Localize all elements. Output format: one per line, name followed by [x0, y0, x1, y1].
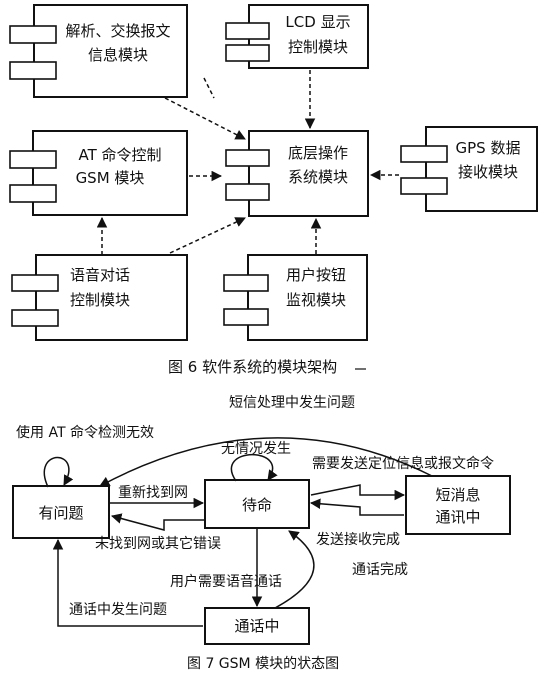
module-label: 控制模块 — [70, 291, 130, 309]
transition-send-done — [309, 498, 404, 516]
module-port-icon — [223, 274, 269, 292]
module-label: 信息模块 — [88, 46, 148, 64]
module-port-icon — [11, 274, 59, 292]
module-port-icon — [9, 150, 57, 169]
figure6-caption: 图 6 软件系统的模块架构 — [168, 358, 337, 376]
module-label: 监视模块 — [286, 291, 346, 309]
state-call: 通话中 — [204, 607, 310, 645]
dependency-arrow — [164, 97, 246, 140]
module-parse: 解析、交换报文 信息模块 — [9, 4, 188, 98]
transition-need-send — [310, 484, 406, 501]
module-port-icon — [9, 25, 57, 44]
transition-not-found — [110, 513, 204, 531]
transition-call-problem — [52, 538, 203, 627]
transition-label: 用户需要语音通话 — [170, 573, 282, 590]
transition-sms-problem — [99, 437, 433, 487]
module-label: 底层操作 — [288, 144, 348, 162]
dependency-arrow — [203, 77, 215, 99]
transition-label: 需要发送定位信息或报文命令 — [312, 455, 494, 472]
module-label: GPS 数据 — [456, 139, 521, 157]
module-label: 用户按钮 — [286, 266, 346, 284]
transition-label: 无情况发生 — [221, 441, 291, 457]
state-sms: 短消息 通讯中 — [405, 475, 511, 535]
module-button: 用户按钮 监视模块 — [223, 254, 368, 341]
module-label: AT 命令控制 — [78, 146, 161, 164]
module-label: LCD 显示 — [285, 13, 350, 31]
state-label: 待命 — [242, 496, 272, 514]
transition-label: 重新找到网 — [118, 485, 188, 501]
module-voice: 语音对话 控制模块 — [11, 254, 188, 341]
module-port-icon — [223, 308, 269, 326]
module-port-icon — [225, 183, 270, 201]
module-label: 控制模块 — [288, 38, 348, 56]
module-port-icon — [11, 309, 59, 327]
state-label: 短消息 — [435, 486, 480, 504]
module-gps: GPS 数据 接收模块 — [400, 126, 538, 212]
module-label: 解析、交换报文 — [65, 22, 170, 40]
module-lcd: LCD 显示 控制模块 — [225, 4, 369, 69]
module-port-icon — [400, 177, 448, 195]
transition-label: 短信处理中发生问题 — [229, 395, 355, 411]
module-port-icon — [9, 61, 57, 80]
transition-label: 使用 AT 命令检测无效 — [16, 424, 154, 441]
module-label: 接收模块 — [458, 163, 518, 181]
module-port-icon — [225, 22, 270, 40]
state-standby: 待命 — [204, 479, 310, 529]
state-problem: 有问题 — [12, 485, 110, 539]
module-port-icon — [9, 184, 57, 203]
module-label: GSM 模块 — [76, 169, 145, 187]
state-label: 通讯中 — [435, 508, 480, 526]
module-label: 语音对话 — [70, 266, 130, 284]
module-os: 底层操作 系统模块 — [225, 130, 369, 217]
transition-call-done — [274, 530, 315, 609]
module-label: 系统模块 — [288, 168, 348, 186]
module-at: AT 命令控制 GSM 模块 — [9, 130, 188, 216]
transition-label: 通话完成 — [352, 562, 408, 578]
transition-nothing — [230, 453, 278, 482]
transition-at-check — [43, 456, 74, 488]
module-port-icon — [225, 149, 270, 167]
transition-label: 未找到网或其它错误 — [95, 535, 221, 552]
dependency-arrow — [169, 217, 246, 254]
transition-label: 通话中发生问题 — [69, 602, 167, 618]
state-label: 有问题 — [38, 504, 83, 522]
module-port-icon — [400, 145, 448, 163]
module-port-icon — [225, 44, 270, 62]
state-label: 通话中 — [234, 617, 279, 635]
figure7-caption: 图 7 GSM 模块的状态图 — [187, 656, 339, 672]
transition-label: 发送接收完成 — [316, 531, 400, 548]
